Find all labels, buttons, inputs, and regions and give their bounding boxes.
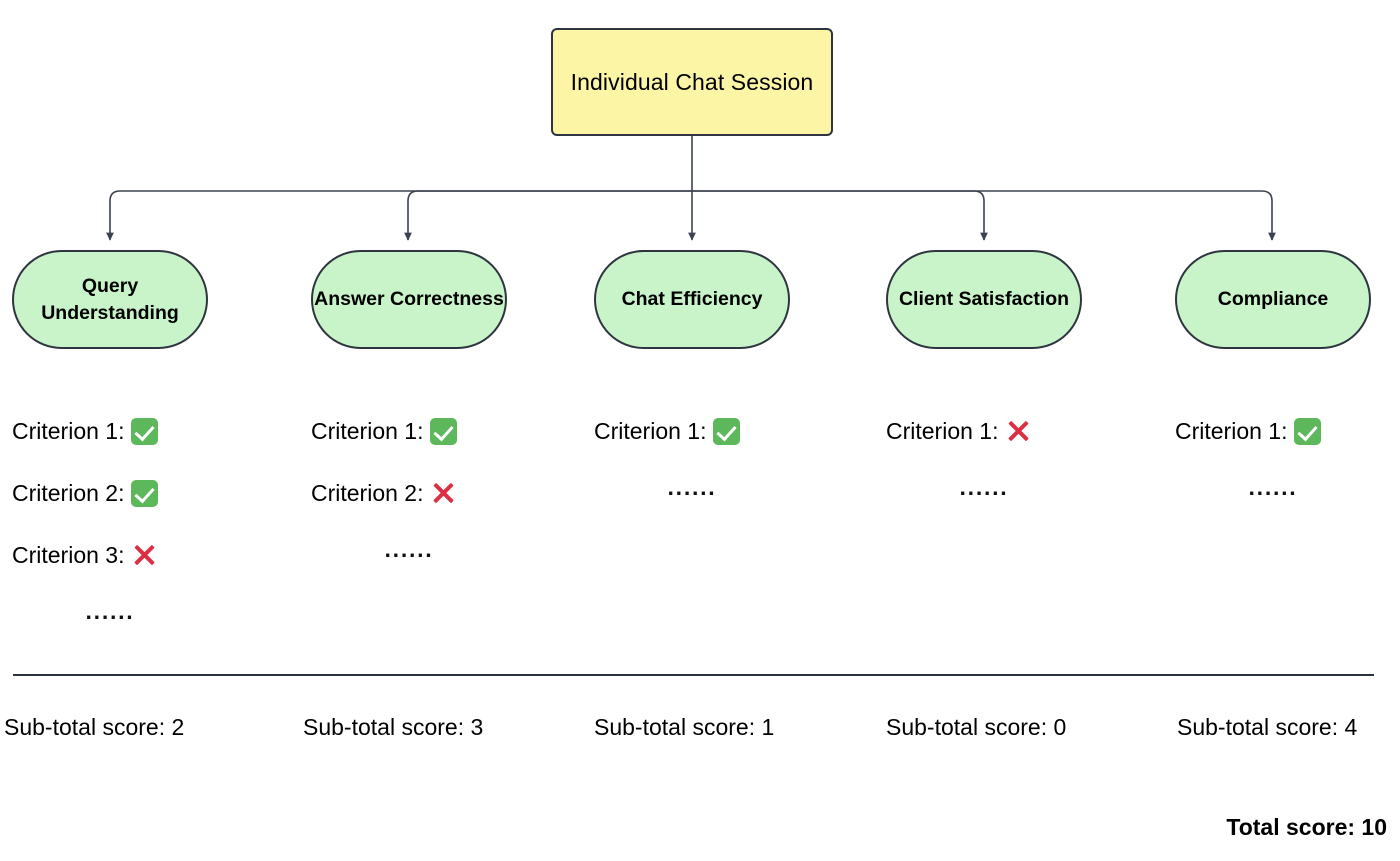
criterion-row: Criterion 3: xyxy=(12,524,208,586)
dimension-node-answer-correctness[interactable]: Answer Correctness xyxy=(311,250,507,349)
criterion-label: Criterion 2: xyxy=(12,479,125,506)
subtotal-answer-correctness: Sub-total score: 3 xyxy=(303,714,484,740)
subtotal-chat-efficiency: Sub-total score: 1 xyxy=(594,714,775,740)
root-node-label: Individual Chat Session xyxy=(570,69,814,95)
check-icon xyxy=(713,417,741,445)
criterion-row: Criterion 1: xyxy=(594,400,790,462)
dimension-node-label: Compliance xyxy=(1217,288,1329,310)
dimension-node-label: Answer Correctness xyxy=(314,288,504,310)
subtotal-query-understanding: Sub-total score: 2 xyxy=(4,714,185,740)
criteria-column-client-satisfaction: Criterion 1: ······ xyxy=(886,400,1082,524)
criterion-row: Criterion 1: xyxy=(12,400,208,462)
dimension-node-client-satisfaction[interactable]: Client Satisfaction xyxy=(886,250,1082,349)
criteria-ellipsis-row: ······ xyxy=(594,462,790,524)
total-score: Total score: 10 xyxy=(1226,814,1387,840)
subtotal-client-satisfaction: Sub-total score: 0 xyxy=(886,714,1067,740)
cross-icon xyxy=(430,480,457,507)
criterion-row: Criterion 1: xyxy=(311,400,507,462)
criterion-row: Criterion 1: xyxy=(1175,400,1371,462)
criterion-label: Criterion 1: xyxy=(12,417,125,444)
check-icon xyxy=(131,479,159,507)
check-icon xyxy=(430,417,458,445)
criteria-ellipsis-row: ······ xyxy=(886,462,1082,524)
dimension-node-chat-efficiency[interactable]: Chat Efficiency xyxy=(594,250,790,349)
check-icon xyxy=(131,417,159,445)
ellipsis-text: ······ xyxy=(959,479,1009,506)
check-icon xyxy=(1294,417,1322,445)
criteria-ellipsis-row: ······ xyxy=(1175,462,1371,524)
criterion-row: Criterion 1: xyxy=(886,400,1082,462)
ellipsis-text: ······ xyxy=(85,603,135,630)
ellipsis-text: ······ xyxy=(384,541,434,568)
criterion-row: Criterion 2: xyxy=(311,462,507,524)
criteria-column-compliance: Criterion 1: ······ xyxy=(1175,400,1371,524)
criterion-label: Criterion 1: xyxy=(594,417,707,444)
criterion-label: Criterion 3: xyxy=(12,541,125,568)
criteria-ellipsis-row: ······ xyxy=(12,586,208,648)
cross-icon xyxy=(1005,418,1032,445)
ellipsis-text: ······ xyxy=(1248,479,1298,506)
criterion-label: Criterion 1: xyxy=(311,417,424,444)
criteria-column-query-understanding: Criterion 1: Criterion 2: Criterion 3: ·… xyxy=(12,400,208,648)
ellipsis-text: ······ xyxy=(667,479,717,506)
criteria-column-answer-correctness: Criterion 1: Criterion 2: ······ xyxy=(311,400,507,586)
dimension-node-compliance[interactable]: Compliance xyxy=(1175,250,1371,349)
criterion-label: Criterion 1: xyxy=(886,417,999,444)
root-node-individual-chat-session[interactable]: Individual Chat Session xyxy=(551,28,833,136)
dimension-node-label: Query Understanding xyxy=(41,274,179,324)
section-divider xyxy=(13,674,1374,676)
criterion-label: Criterion 1: xyxy=(1175,417,1288,444)
criterion-label: Criterion 2: xyxy=(311,479,424,506)
dimension-node-query-understanding[interactable]: Query Understanding xyxy=(12,250,208,349)
cross-icon xyxy=(131,542,158,569)
criteria-column-chat-efficiency: Criterion 1: ······ xyxy=(594,400,790,524)
criterion-row: Criterion 2: xyxy=(12,462,208,524)
dimension-node-label: Client Satisfaction xyxy=(898,288,1070,310)
subtotal-compliance: Sub-total score: 4 xyxy=(1177,714,1358,740)
criteria-ellipsis-row: ······ xyxy=(311,524,507,586)
dimension-node-label: Chat Efficiency xyxy=(621,288,763,310)
